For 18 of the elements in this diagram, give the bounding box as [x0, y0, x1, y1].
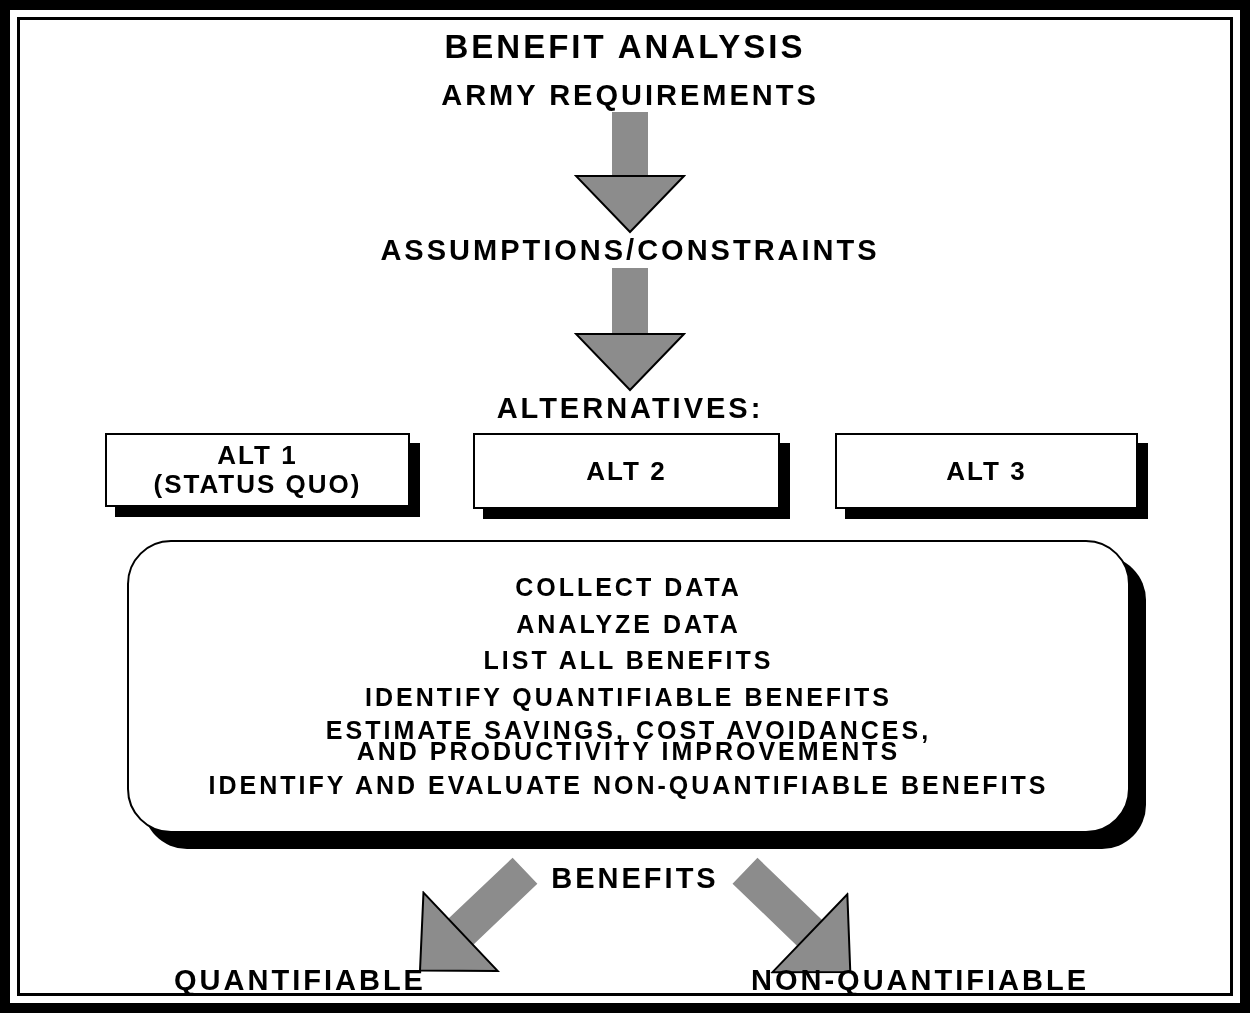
box-label: ALT 1 (STATUS QUO)	[152, 441, 363, 499]
label-text: QUANTIFIABLE	[150, 964, 450, 996]
label-text: ASSUMPTIONS/CONSTRAINTS	[280, 232, 980, 268]
label-text: BENEFITS	[525, 860, 745, 896]
step-text: ESTIMATE SAVINGS, COST AVOIDANCES, AND PRODUCTIVITY IMPROVEMENTS	[324, 720, 933, 763]
step-text: LIST ALL BENEFITS	[483, 647, 774, 675]
title: BENEFIT ANALYSIS	[444, 28, 806, 66]
label-text: NON-QUANTIFIABLE	[715, 964, 1125, 996]
label-text: ALTERNATIVES:	[430, 390, 830, 426]
step-text: IDENTIFY QUANTIFIABLE BENEFITS	[364, 683, 893, 711]
step-text: ANALYZE DATA	[516, 610, 741, 638]
box-label: ALT 3	[946, 456, 1027, 486]
step-text: COLLECT DATA	[515, 574, 742, 602]
label-text: ARMY REQUIREMENTS	[330, 78, 930, 112]
box-label: ALT 2	[586, 456, 667, 486]
block-arrow	[575, 268, 685, 391]
step-text: IDENTIFY AND EVALUATE NON-QUANTIFIABLE BENEFITS	[208, 771, 1049, 799]
block-arrow	[575, 112, 685, 233]
